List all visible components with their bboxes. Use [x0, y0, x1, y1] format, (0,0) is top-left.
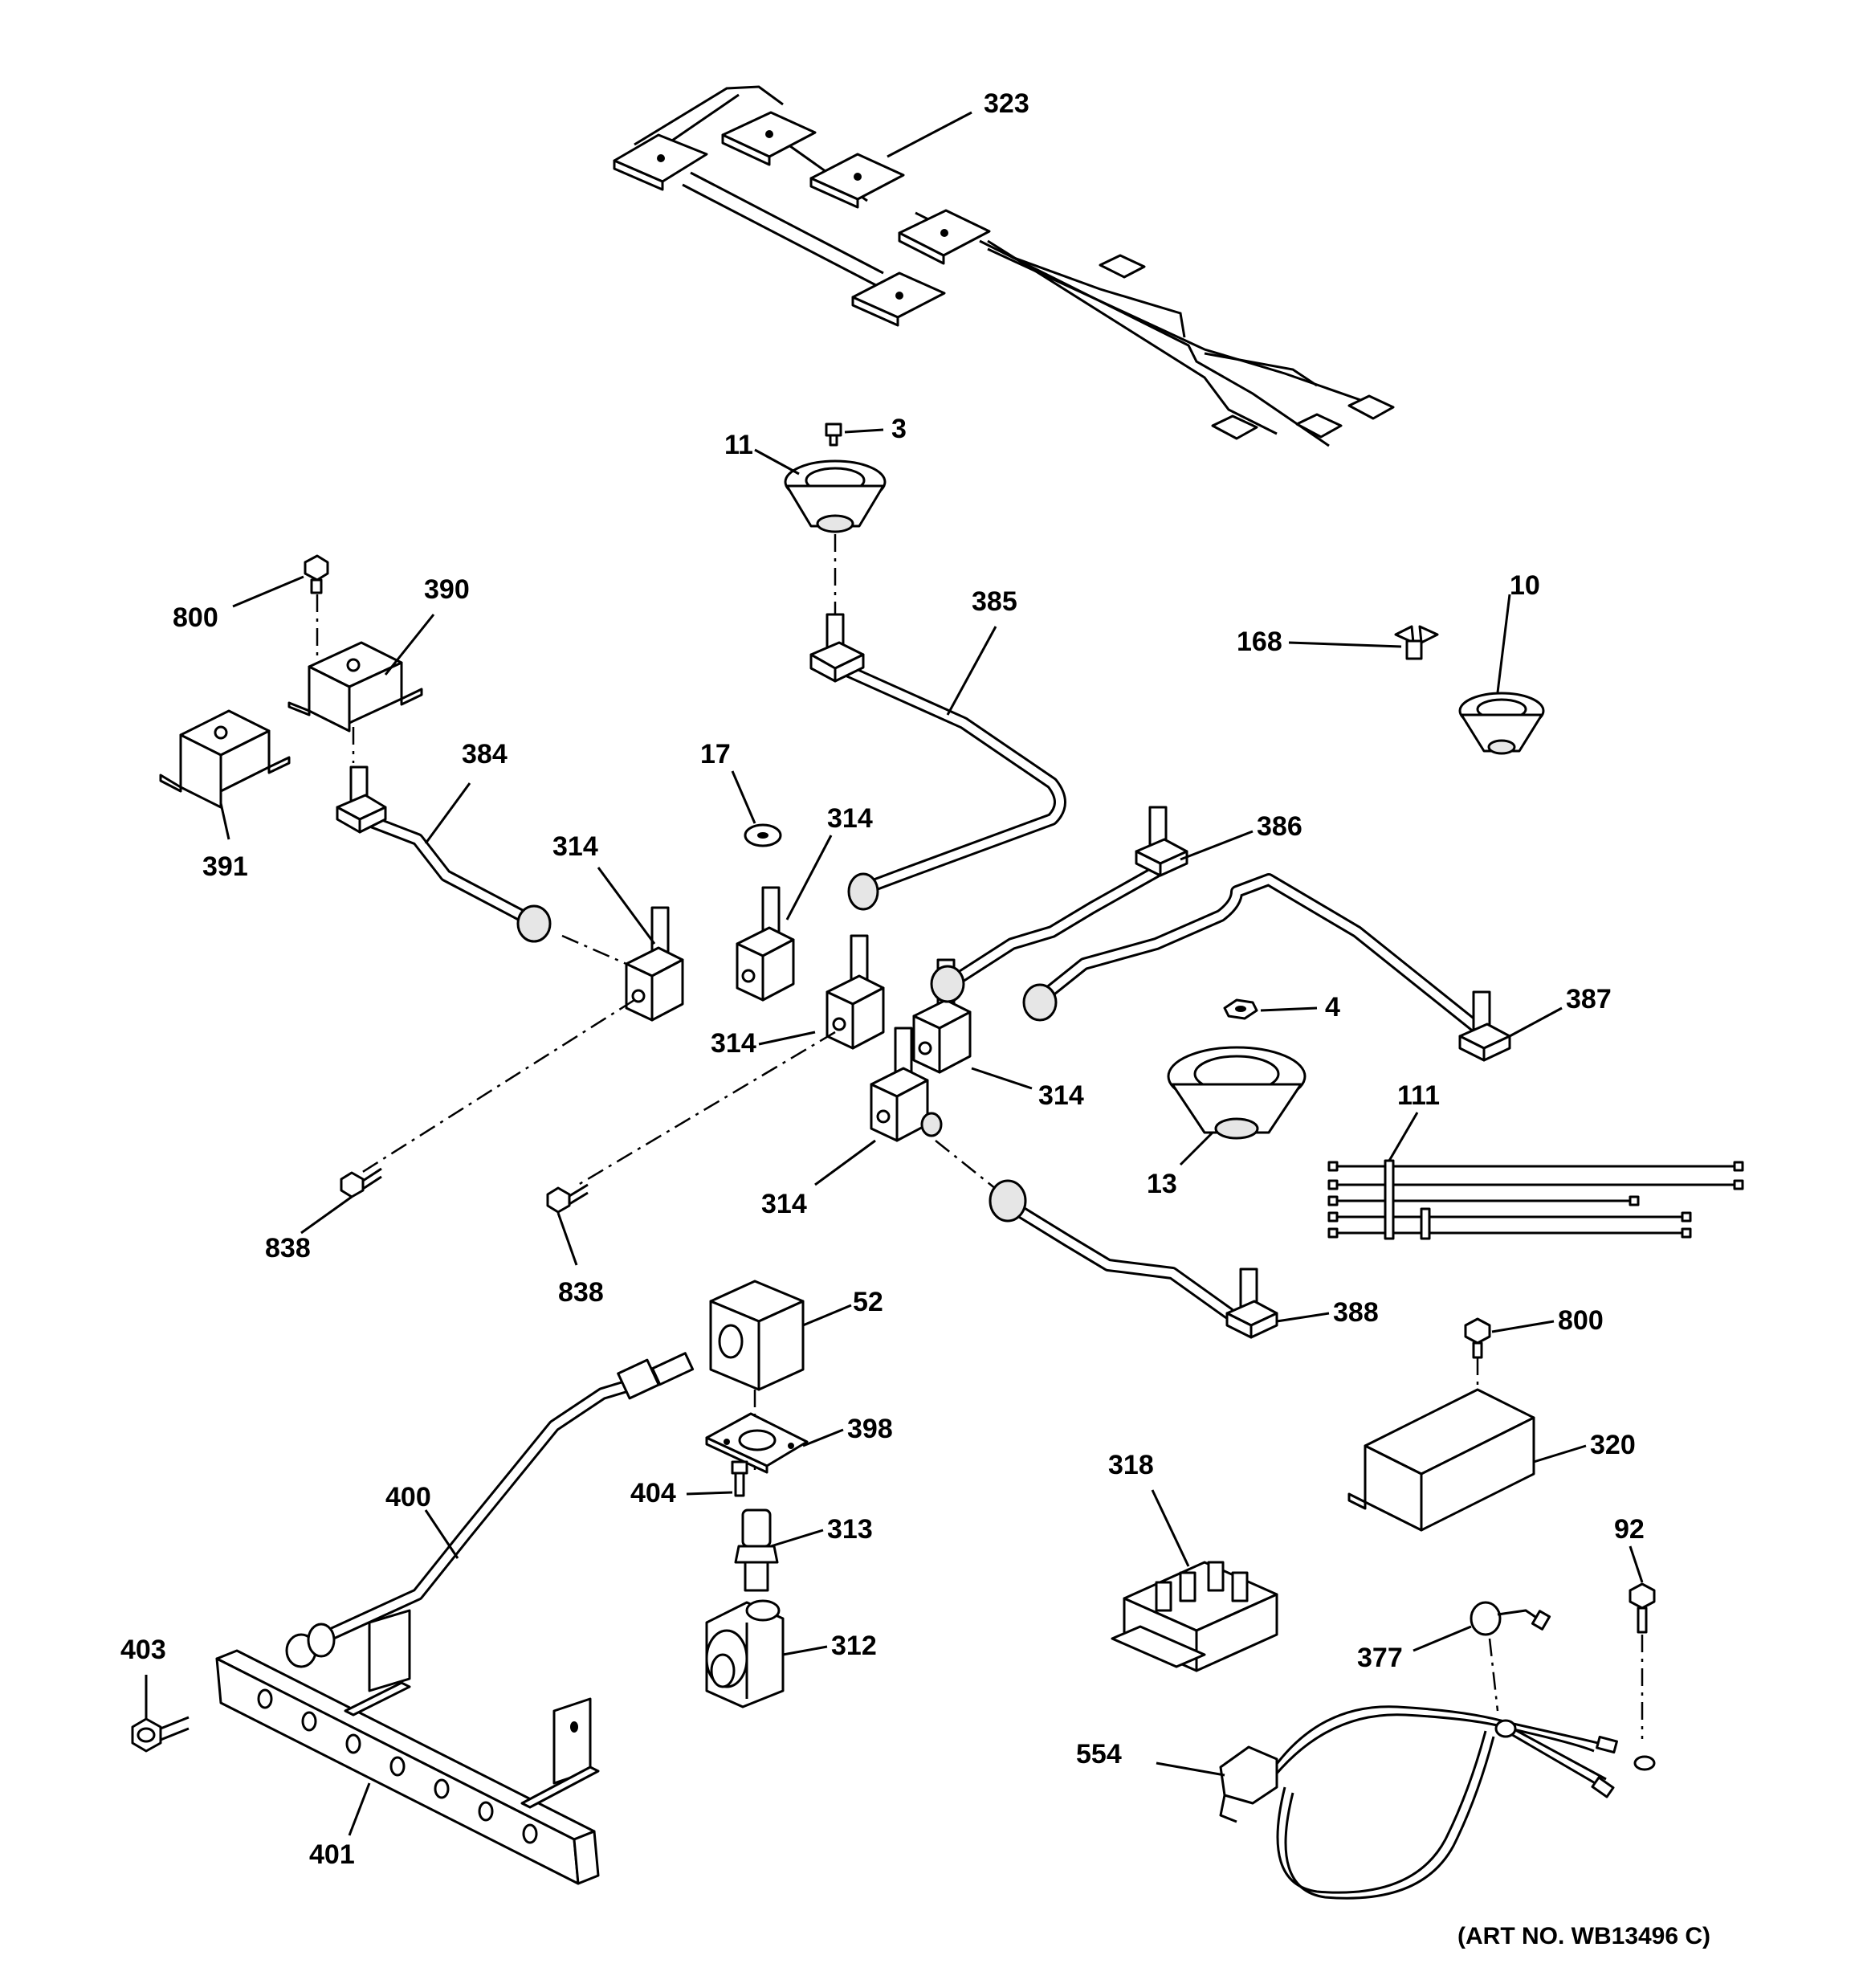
callout-800-b: 800: [1558, 1305, 1604, 1336]
thermal-switch-377[interactable]: [1470, 1601, 1551, 1636]
burner-tube-386[interactable]: [930, 806, 1188, 1003]
mounting-bracket-401[interactable]: [215, 1609, 600, 1885]
callout-838-a: 838: [265, 1233, 311, 1263]
nut-4[interactable]: [1223, 998, 1258, 1020]
callout-314-d: 314: [1038, 1080, 1084, 1111]
callout-403: 403: [120, 1635, 166, 1665]
burner-tube-385[interactable]: [809, 613, 1066, 911]
callout-838-b: 838: [558, 1277, 604, 1308]
callout-400: 400: [385, 1482, 431, 1512]
callout-111: 111: [1397, 1080, 1440, 1111]
callout-554: 554: [1076, 1739, 1122, 1770]
burner-tube-387[interactable]: [1022, 873, 1511, 1062]
callout-13: 13: [1147, 1169, 1177, 1199]
screw-800-top[interactable]: [304, 554, 329, 594]
callout-398: 398: [847, 1414, 893, 1444]
switch-harness-323[interactable]: [613, 85, 1395, 447]
power-cord-554[interactable]: [1219, 1705, 1656, 1900]
valve-314-center-top[interactable]: [736, 886, 795, 1002]
burner-base-13[interactable]: [1167, 1046, 1307, 1140]
callout-3: 3: [891, 414, 907, 444]
spark-module-318[interactable]: [1111, 1561, 1278, 1672]
screw-800-right[interactable]: [1464, 1317, 1491, 1359]
washer-17[interactable]: [744, 823, 782, 847]
gas-inlet-tube-400[interactable]: [285, 1352, 695, 1668]
spark-module-cover-320[interactable]: [1347, 1388, 1535, 1532]
callout-17: 17: [700, 739, 731, 769]
callout-314-a: 314: [552, 831, 598, 862]
screw-404[interactable]: [731, 1460, 748, 1497]
regulator-cover-52[interactable]: [709, 1280, 805, 1391]
art-number: (ART NO. WB13496 C): [1457, 1923, 1710, 1949]
callout-314-b: 314: [827, 803, 873, 834]
callout-11: 11: [724, 430, 753, 460]
callout-314-e: 314: [761, 1189, 807, 1219]
callout-386: 386: [1257, 811, 1302, 842]
burner-tube-388[interactable]: [989, 1179, 1278, 1339]
callout-318: 318: [1108, 1450, 1154, 1480]
callout-391: 391: [202, 851, 248, 882]
callout-323: 323: [984, 88, 1029, 119]
callout-401: 401: [309, 1839, 355, 1870]
callout-390: 390: [424, 574, 470, 605]
callout-10: 10: [1510, 570, 1540, 601]
burner-tube-384[interactable]: [336, 765, 552, 943]
gasket-plate-398[interactable]: [705, 1412, 809, 1474]
clip-168[interactable]: [1394, 625, 1439, 660]
callout-314-c: 314: [711, 1028, 756, 1059]
screw-3[interactable]: [825, 423, 842, 447]
callout-404: 404: [630, 1478, 676, 1508]
valve-314-center-low[interactable]: [826, 934, 885, 1050]
callout-384: 384: [462, 739, 508, 769]
callout-52: 52: [853, 1287, 883, 1317]
wire-harness-111[interactable]: [1327, 1159, 1744, 1240]
callout-320: 320: [1590, 1430, 1636, 1460]
screw-92[interactable]: [1629, 1582, 1656, 1634]
callout-4: 4: [1325, 992, 1340, 1023]
valve-314-right-low[interactable]: [870, 1027, 943, 1142]
screw-838-left[interactable]: [340, 1167, 382, 1198]
callout-385: 385: [972, 586, 1017, 617]
callout-312: 312: [831, 1631, 877, 1661]
burner-base-11[interactable]: [784, 459, 887, 533]
bracket-390[interactable]: [287, 641, 423, 733]
callout-313: 313: [827, 1514, 873, 1545]
callout-387: 387: [1566, 984, 1612, 1014]
fitting-313[interactable]: [734, 1508, 779, 1592]
callout-168: 168: [1237, 627, 1282, 657]
bolt-403[interactable]: [131, 1716, 190, 1753]
callout-388: 388: [1333, 1297, 1379, 1328]
valve-314-left[interactable]: [625, 906, 684, 1022]
callout-92: 92: [1614, 1514, 1645, 1545]
pressure-regulator-312[interactable]: [705, 1599, 785, 1708]
callout-800-a: 800: [173, 602, 218, 633]
burner-base-10[interactable]: [1458, 692, 1545, 755]
screw-838-center[interactable]: [546, 1183, 589, 1214]
callout-377: 377: [1357, 1643, 1403, 1673]
bracket-391[interactable]: [159, 709, 291, 809]
